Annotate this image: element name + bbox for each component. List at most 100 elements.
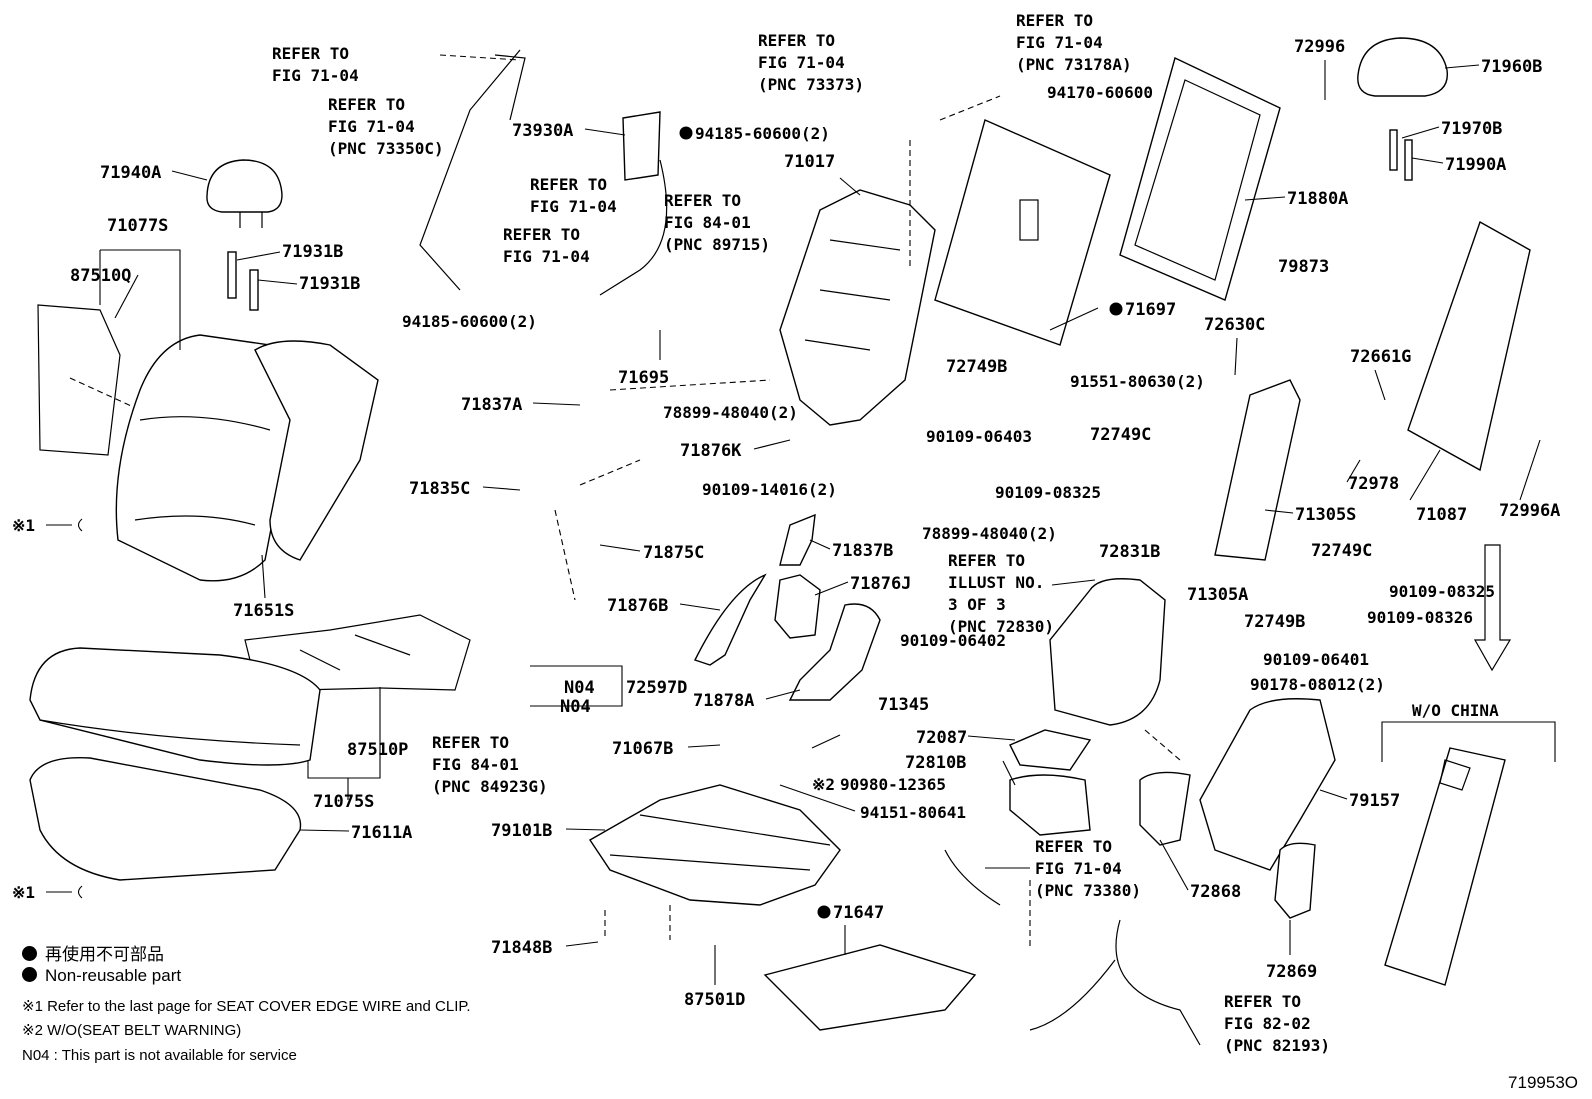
part-number-label: 78899-48040(2): [922, 524, 1057, 543]
part-label: N04: [560, 697, 591, 717]
variant-label: W/O CHINA: [1412, 701, 1499, 720]
refer-note-line: FIG 71-04: [328, 117, 415, 136]
non-reusable-bullet-icon: [22, 967, 37, 982]
refer-note-line: (PNC 72830): [948, 617, 1054, 636]
part-label: 72630C: [1204, 315, 1265, 335]
part-label: 71835C: [409, 479, 470, 499]
refer-note-line: FIG 84-01: [664, 213, 751, 232]
part-label: 72868: [1190, 882, 1241, 902]
refer-note-line: FIG 82-02: [1224, 1014, 1311, 1033]
non-reusable-dot-icon: [1109, 302, 1123, 316]
part-label: 72749C: [1090, 425, 1151, 445]
part-label: 72996A: [1499, 501, 1560, 521]
part-number-label: 94185-60600(2): [402, 312, 537, 331]
part-label: 71651S: [233, 601, 294, 621]
part-label: 87510P: [347, 740, 408, 760]
part-label: 71305S: [1295, 505, 1356, 525]
part-label: 72749C: [1311, 541, 1372, 561]
refer-note: REFER TO FIG 71-04 (PNC 73350C): [328, 95, 444, 158]
refer-note: REFER TO FIG 71-04 (PNC 73380): [1035, 837, 1141, 900]
refer-note-line: FIG 71-04: [1035, 859, 1122, 878]
part-label: 71837B: [832, 541, 893, 561]
legend-note-2: ※2 W/O(SEAT BELT WARNING): [22, 1022, 242, 1039]
part-label: 72597D: [626, 678, 687, 698]
legend-note-3: N04 : This part is not available for ser…: [22, 1047, 297, 1064]
refer-note-line: FIG 84-01: [432, 755, 519, 774]
refer-note-line: (PNC 73380): [1035, 881, 1141, 900]
part-number-label: 90109-08325: [995, 483, 1101, 502]
legend-note-1: ※1 Refer to the last page for SEAT COVER…: [22, 998, 471, 1015]
refer-note-line: REFER TO: [530, 175, 607, 194]
part-label: 87510Q: [70, 266, 131, 286]
part-label: 71087: [1416, 505, 1467, 525]
part-number-callouts: 94185-60600(2) 94170-60600 94185-60600(2) 7…: [402, 83, 1495, 822]
part-label: 72087: [916, 728, 967, 748]
refer-note-line: REFER TO: [1035, 837, 1112, 856]
part-number-label: 90109-06402: [900, 631, 1006, 650]
part-number-label: 90980-12365: [840, 775, 946, 794]
part-number-label: 90109-08326: [1367, 608, 1473, 627]
part-label: 73930A: [512, 121, 573, 141]
part-label: 72749B: [1244, 612, 1305, 632]
part-label: 71875C: [643, 543, 704, 563]
part-illustrations: [29, 37, 1556, 1046]
part-number-label: 90109-06401: [1263, 650, 1369, 669]
part-label: 71876J: [850, 574, 911, 594]
refer-note-line: (PNC 73373): [758, 75, 864, 94]
legend-non-reusable-en: Non-reusable part: [22, 966, 181, 986]
refer-note-line: FIG 71-04: [1016, 33, 1103, 52]
part-label: 71695: [618, 368, 669, 388]
note-marks: ※1※1※2: [12, 516, 835, 902]
part-label: 71878A: [693, 691, 754, 711]
part-label: 71837A: [461, 395, 522, 415]
part-number-label: 90109-06403: [926, 427, 1032, 446]
part-number-label: 94185-60600(2): [695, 124, 830, 143]
part-label: 72831B: [1099, 542, 1160, 562]
part-label: 71075S: [313, 792, 374, 812]
part-label: 71611A: [351, 823, 412, 843]
part-number-label: 90109-14016(2): [702, 480, 837, 499]
clip-icon: [77, 885, 83, 899]
part-label: 71848B: [491, 938, 552, 958]
part-label: 72661G: [1350, 347, 1411, 367]
refer-note-line: FIG 71-04: [272, 66, 359, 85]
part-label: 71931B: [282, 242, 343, 262]
part-number-label: 94170-60600: [1047, 83, 1153, 102]
part-label: 79873: [1278, 257, 1329, 277]
note-mark: ※1: [12, 883, 35, 902]
refer-note-line: (PNC 73178A): [1016, 55, 1132, 74]
part-callouts: 71940A71077S87510Q71931B71931B71651S7393…: [70, 37, 1560, 1010]
part-label: N04: [564, 678, 595, 698]
refer-note-line: REFER TO: [758, 31, 835, 50]
part-label: 87501D: [684, 990, 745, 1010]
part-label: 71940A: [100, 163, 161, 183]
refer-note-line: FIG 71-04: [758, 53, 845, 72]
non-reusable-dot-icon: [817, 905, 831, 919]
refer-note-line: REFER TO: [328, 95, 405, 114]
refer-note-line: FIG 71-04: [530, 197, 617, 216]
note-mark: ※1: [12, 516, 35, 535]
clip-icon: [77, 518, 83, 532]
refer-note-line: (PNC 89715): [664, 235, 770, 254]
part-label: 72810B: [905, 753, 966, 773]
legend-jp-text: 再使用不可部品: [45, 945, 164, 964]
legend-en-text: Non-reusable part: [45, 966, 182, 985]
refer-note-line: ILLUST NO.: [948, 573, 1044, 592]
part-number-label: 90178-08012(2): [1250, 675, 1385, 694]
part-label: 72978: [1348, 474, 1399, 494]
part-label: 71960B: [1481, 57, 1542, 77]
part-label: 71880A: [1287, 189, 1348, 209]
part-label: 71067B: [612, 739, 673, 759]
refer-note-line: 3 OF 3: [948, 595, 1006, 614]
refer-note-line: (PNC 73350C): [328, 139, 444, 158]
refer-note-line: FIG 71-04: [503, 247, 590, 266]
part-label: 71017: [784, 152, 835, 172]
